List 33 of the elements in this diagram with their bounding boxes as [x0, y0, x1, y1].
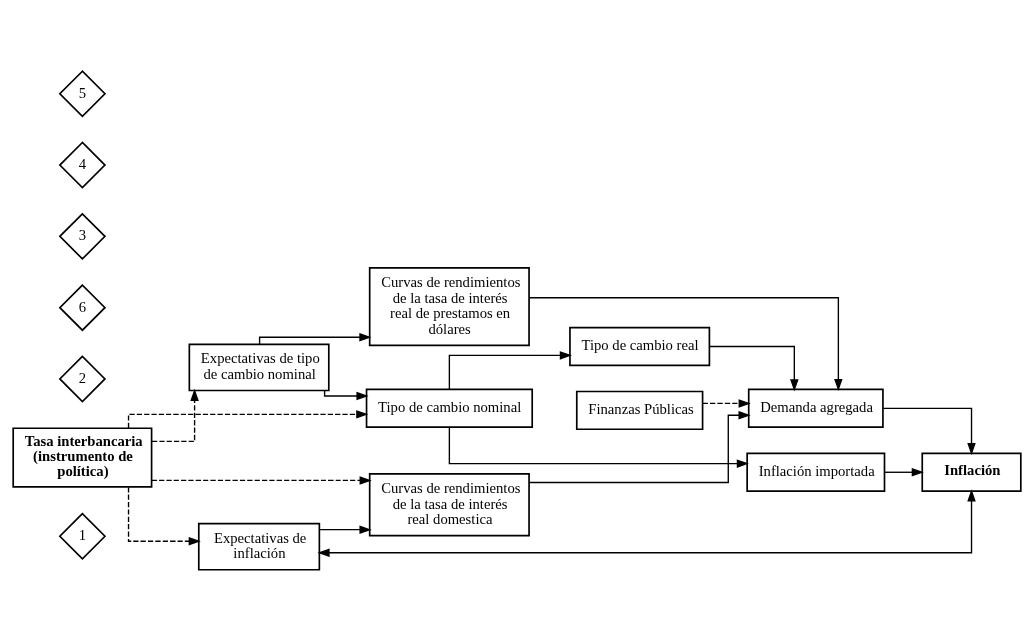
arrow	[318, 525, 372, 534]
node-box: Inflación	[920, 452, 1022, 492]
node-box: Curvas de rendimientos de la tasa de interés real domestica	[368, 473, 530, 537]
arrow	[528, 297, 843, 392]
arrow	[448, 426, 749, 468]
node-box: Finanzas Públicas	[575, 390, 703, 431]
node-box: Inflación importada	[745, 452, 885, 492]
arrow	[528, 411, 751, 484]
node-box: Tasa interbancaria (instrumento de política)	[11, 427, 152, 488]
arrow	[150, 388, 199, 442]
node-diamond: 5	[58, 70, 106, 118]
arrow	[150, 476, 372, 485]
arrow	[258, 333, 371, 345]
node-diamond: 3	[58, 212, 106, 261]
node-diamond: 6	[58, 283, 106, 332]
arrow	[883, 468, 924, 477]
node-diamond: 1	[58, 512, 106, 560]
arrow	[127, 486, 201, 546]
node-diamond: 4	[58, 141, 106, 189]
node-box: Expectativas de inflación	[197, 522, 320, 571]
arrow	[708, 345, 799, 392]
arrow	[323, 390, 369, 401]
node-box: Expectativas de tipo de cambio nominal	[188, 343, 330, 392]
arrow	[316, 489, 976, 557]
node-box: Tipo de cambio nominal	[365, 388, 533, 429]
node-diamond: 2	[58, 355, 106, 403]
arrow	[701, 399, 751, 408]
node-box: Curvas de rendimientos de la tasa de interés real de prestamos en dólares	[368, 266, 530, 347]
arrow	[882, 407, 976, 456]
node-box: Tipo de cambio real	[568, 326, 710, 367]
arrow	[127, 410, 368, 429]
arrow	[448, 351, 572, 390]
node-box: Demanda agregada	[747, 388, 884, 429]
